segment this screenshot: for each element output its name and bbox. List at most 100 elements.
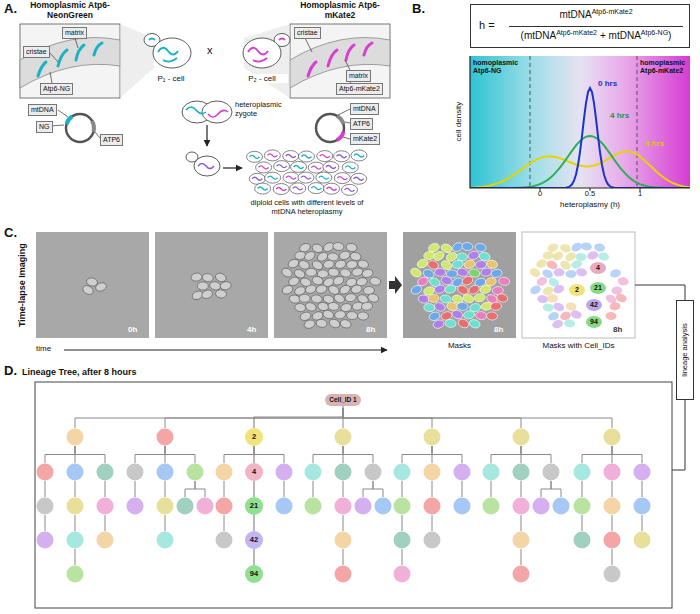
cell: [542, 251, 554, 260]
tree-cell: [97, 498, 114, 515]
numerator: mtDNAAtp6-mKate2: [509, 9, 683, 20]
tree-line: [521, 549, 522, 565]
tree-line: [491, 481, 492, 497]
cell: [432, 319, 445, 330]
cell: [281, 284, 294, 296]
cell: [457, 302, 469, 311]
tree-line: [402, 446, 432, 463]
axis-label: time: [36, 344, 51, 353]
superscript: Atp6-NG: [641, 29, 668, 36]
micrograph: [522, 232, 635, 338]
mito-network: [344, 188, 354, 191]
cell: [410, 284, 423, 296]
tree-cell: [574, 498, 591, 515]
cell: [570, 309, 583, 320]
tree-cell: [127, 464, 144, 481]
tree-cell: [187, 464, 204, 481]
cell: [265, 172, 281, 183]
tree-cell: [97, 464, 114, 481]
tree-line: [254, 446, 284, 463]
mito-network: [248, 39, 285, 62]
tree-line: [521, 515, 522, 531]
cell: [81, 284, 95, 296]
cell: [445, 319, 457, 328]
cell: [308, 162, 324, 173]
callout-box: mtDNA: [28, 104, 57, 116]
diploid-cells: [247, 150, 367, 195]
cell: [440, 275, 453, 286]
cell: [332, 275, 345, 287]
tree-cell: [513, 532, 530, 549]
region-label: homoplasmic Atp6-mKate2: [640, 59, 689, 75]
cell: [361, 268, 374, 278]
tree-cell: [454, 498, 471, 515]
mito-network: [258, 187, 268, 190]
callout-box: ATP6: [350, 118, 373, 130]
tree-connector: [254, 406, 343, 428]
tree-line: [462, 481, 463, 497]
callout-box: mtDNA: [350, 103, 379, 115]
formula-text: mtDNA: [559, 9, 591, 20]
tree-cell: [513, 498, 530, 515]
callout-text: Atp6-mKate2: [339, 85, 380, 92]
cell: [351, 267, 363, 277]
callout-box: matrix: [346, 70, 371, 82]
mito-network: [354, 177, 364, 180]
tree-cell: [634, 532, 651, 549]
cell: [334, 173, 350, 184]
cell: [316, 319, 328, 328]
tree-line: [373, 481, 383, 497]
tree-line: [432, 481, 433, 497]
zygote: [182, 101, 242, 176]
tree-cell: [97, 532, 114, 549]
tree-cell: [483, 498, 500, 515]
cell: [456, 267, 468, 277]
tree-cell: [216, 532, 233, 549]
cell-id: 42: [586, 299, 602, 311]
axis-title: cell density: [454, 92, 463, 152]
cell: [480, 267, 492, 277]
tree-cell: [543, 464, 560, 481]
tree-cell: [553, 498, 570, 515]
time-lapse-images: [36, 232, 635, 338]
cell: [322, 309, 335, 320]
formula-text: (mtDNA: [521, 30, 557, 41]
cell: [215, 289, 227, 298]
tree-line: [165, 446, 195, 463]
mito-network: [277, 165, 287, 168]
tree-cell: [276, 498, 293, 515]
tree-line: [343, 549, 344, 565]
tree-line: [521, 446, 551, 463]
cell: [361, 302, 373, 311]
cell: [490, 268, 503, 278]
cell: [570, 259, 583, 270]
zoom-wedge: [244, 24, 290, 98]
cell-id: 21: [245, 497, 263, 515]
tree-cell: [365, 464, 382, 481]
tree-cell: [483, 464, 500, 481]
micrograph: [36, 232, 149, 338]
tree-line: [612, 446, 642, 463]
callout-box: Atp6-NG: [40, 83, 73, 95]
tree-line: [551, 481, 561, 497]
cell: [575, 267, 587, 277]
mito-network: [327, 187, 337, 190]
curve-label: 8 hrs: [645, 139, 664, 148]
cell: [490, 302, 502, 311]
mito-inset-left: [20, 24, 120, 98]
cell: [554, 268, 565, 276]
cell: [351, 173, 367, 184]
cell-id-text: 21: [594, 284, 602, 291]
tree-cell: [513, 566, 530, 583]
tree-cell: [67, 566, 84, 583]
callout-box: Atp6-mKate2: [336, 83, 383, 95]
tree-line: [521, 481, 522, 497]
tree-cell: [375, 498, 392, 515]
tick-label: 0.5: [580, 190, 600, 199]
cell: [535, 258, 548, 270]
cell: [552, 284, 565, 295]
tree-cell: [216, 464, 233, 481]
formula-text: ): [668, 30, 671, 41]
side-title: Time-lapse Imaging: [17, 233, 27, 337]
time-stamp: 8h: [613, 325, 622, 334]
